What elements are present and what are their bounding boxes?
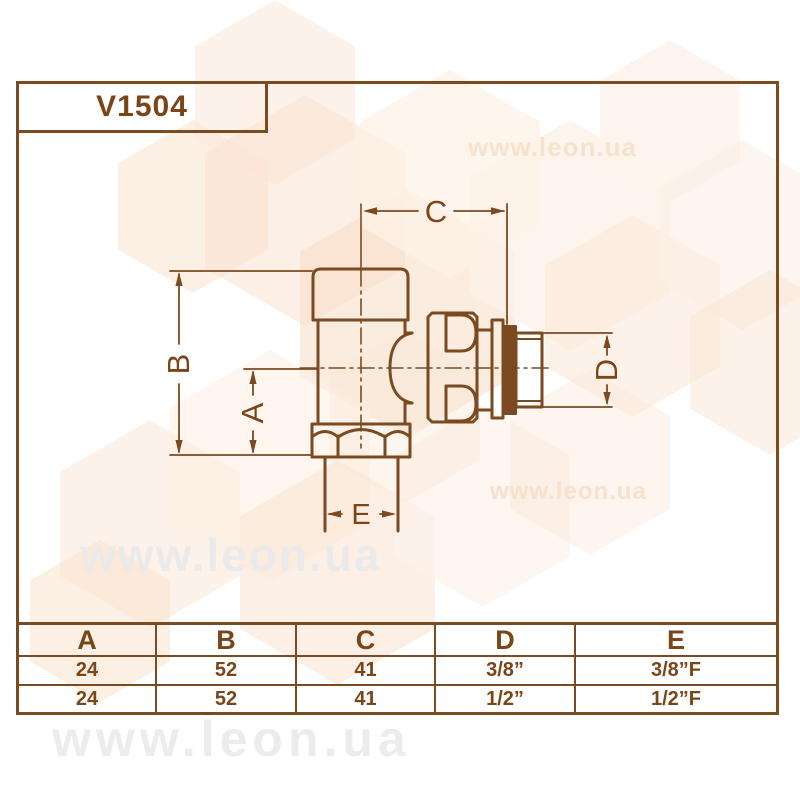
table-header-d: D [436, 625, 576, 657]
table-header-b: B [157, 625, 297, 657]
table-cell-r1-b: 52 [157, 657, 297, 686]
table-cell-r1-d: 3/8” [436, 657, 576, 686]
drawing-border [16, 81, 779, 715]
watermark-text: www.leon.ua [80, 529, 382, 581]
watermark-text: www.leon.ua [490, 478, 647, 505]
table-cell-r2-b: 52 [157, 686, 297, 712]
table-cell-r2-d: 1/2” [436, 686, 576, 712]
product-code-box: V1504 [16, 81, 268, 133]
product-code: V1504 [96, 90, 188, 123]
watermark-text: www.leon.ua [468, 132, 637, 162]
dimension-table: A B C D E 24 52 41 3/8” 3/8”F 24 52 41 1… [16, 622, 779, 715]
table-header-c: C [297, 625, 436, 657]
table-cell-r2-c: 41 [297, 686, 436, 712]
table-header-e: E [576, 625, 776, 657]
table-cell-r2-e: 1/2”F [650, 687, 702, 710]
table-cell-r1-a: 24 [19, 657, 157, 686]
table-cell-r1-e: 3/8”F [576, 657, 776, 686]
table-header-a: A [19, 625, 157, 657]
watermark-text: www.leon.ua [52, 711, 411, 767]
table-cell-r2-a: 24 [19, 686, 157, 712]
table-cell-r1-c: 41 [297, 657, 436, 686]
